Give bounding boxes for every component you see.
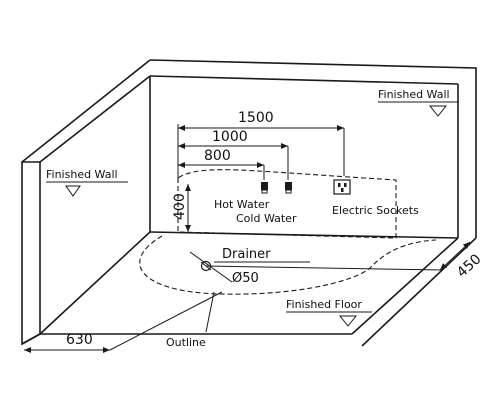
dim-630-group: 630 bbox=[24, 291, 223, 353]
drain-diameter-label: Ø50 bbox=[232, 271, 259, 286]
back-wall bbox=[149, 59, 477, 238]
dim-800: 800 bbox=[204, 148, 231, 164]
tub-outline-arc bbox=[139, 235, 437, 295]
finished-wall-left-label: Finished Wall bbox=[46, 168, 118, 181]
electric-sockets-label: Electric Sockets bbox=[332, 204, 419, 217]
left-wall bbox=[21, 161, 41, 346]
drainer-label: Drainer bbox=[222, 247, 271, 262]
drainer-leader bbox=[189, 251, 233, 283]
fixture-zone-outline bbox=[177, 169, 397, 239]
cold-water-outlet-icon bbox=[285, 182, 292, 194]
dim-630: 630 bbox=[66, 332, 93, 348]
outline-label: Outline bbox=[166, 336, 206, 349]
dim-1500: 1500 bbox=[238, 110, 274, 126]
horizontal-dimensions: 1500 1000 800 bbox=[177, 110, 345, 180]
height-dimension: 400 bbox=[172, 184, 191, 232]
hot-water-outlet-icon bbox=[261, 182, 268, 194]
finished-floor-marker: Finished Floor bbox=[286, 298, 372, 327]
dim-1000: 1000 bbox=[212, 129, 248, 145]
cold-water-label: Cold Water bbox=[236, 212, 297, 225]
finished-floor-label: Finished Floor bbox=[286, 298, 362, 311]
dim-400: 400 bbox=[172, 193, 188, 220]
dim-450: 450 bbox=[454, 251, 485, 281]
finished-wall-left-marker: Finished Wall bbox=[46, 168, 128, 197]
outline-leader bbox=[205, 291, 215, 333]
finished-wall-right-marker: Finished Wall bbox=[378, 88, 458, 117]
hot-water-label: Hot Water bbox=[214, 198, 270, 211]
finished-wall-right-label: Finished Wall bbox=[378, 88, 450, 101]
electric-socket-icon bbox=[333, 179, 351, 195]
